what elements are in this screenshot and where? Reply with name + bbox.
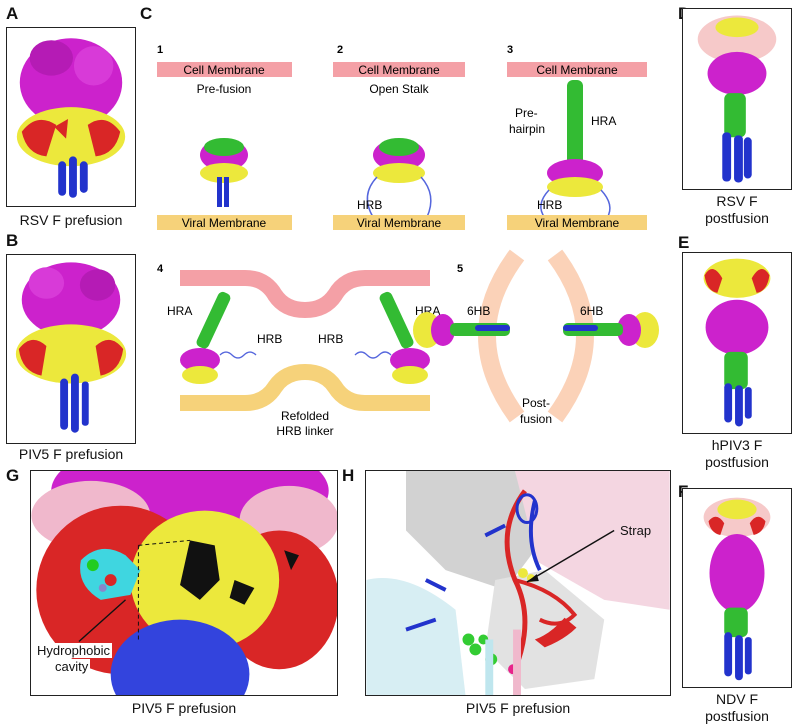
cell-membrane-3	[507, 62, 647, 77]
pre-label: Pre-	[515, 106, 538, 120]
viral-membrane-2	[333, 215, 465, 230]
cell-membrane-curved-4	[180, 270, 430, 319]
step-1-protein	[200, 138, 248, 207]
hairpin-label: hairpin	[509, 122, 545, 136]
hrb-label-4-left: HRB	[257, 332, 282, 346]
hra-label-3: HRA	[591, 114, 616, 128]
state-prefusion-label: Pre-fusion	[197, 82, 252, 96]
step-1-number: 1	[157, 44, 163, 56]
panel-d-image	[682, 8, 792, 190]
panel-f-caption-2: postfusion	[705, 708, 769, 724]
panel-g-image: Hydrophobic cavity	[30, 470, 338, 696]
panel-b-label: B	[6, 231, 19, 250]
step-3-number: 3	[507, 44, 513, 56]
panel-c-fusion-mechanism: 1 2 3 4 5 Cell Membrane Cell Membrane Ce…	[157, 44, 659, 438]
hrb-label-4-right: HRB	[318, 332, 343, 346]
panel-b-image	[6, 254, 136, 444]
panel-f-caption-1: NDV F	[716, 691, 758, 707]
hrb-label-2: HRB	[357, 198, 382, 212]
cell-membrane-label-1: Cell Membrane	[183, 63, 265, 77]
refolded-label: Refolded	[281, 409, 329, 423]
panel-d-caption-1: RSV F	[716, 193, 758, 209]
hra-label-4-left: HRA	[167, 304, 192, 318]
panel-h-caption: PIV5 F prefusion	[465, 700, 571, 716]
panel-a-image	[6, 27, 136, 207]
hrb-linker-label: HRB linker	[276, 424, 333, 438]
rsv-f-prefusion-structure	[16, 38, 126, 198]
hrb-label-3: HRB	[537, 198, 562, 212]
panel-a-label: A	[6, 4, 19, 23]
hydrophobic-cavity-label-2: cavity	[53, 659, 91, 674]
panel-e-caption-1: hPIV3 F	[711, 437, 763, 453]
panel-a-caption: RSV F prefusion	[19, 212, 123, 228]
rsv-f-postfusion-structure	[697, 15, 777, 183]
piv5-f-cartoon-strap	[366, 471, 670, 695]
state-open-stalk-label: Open Stalk	[369, 82, 429, 96]
hydrophobic-cavity-label-1: Hydrophobic	[35, 643, 112, 658]
step-4-number: 4	[157, 263, 164, 275]
panel-h-image: Strap	[365, 470, 671, 696]
viral-membrane-label-3: Viral Membrane	[535, 216, 620, 230]
panel-e-caption-2: postfusion	[705, 454, 769, 470]
step-2-number: 2	[337, 44, 343, 56]
post-label: Post-	[522, 396, 550, 410]
cell-membrane-label-2: Cell Membrane	[358, 63, 440, 77]
piv5-f-prefusion-structure	[15, 262, 127, 433]
panel-g-caption: PIV5 F prefusion	[131, 700, 237, 716]
panel-d-caption-2: postfusion	[705, 210, 769, 226]
panel-h-label: H	[342, 466, 355, 485]
panel-c-label: C	[140, 4, 153, 23]
step-5-number: 5	[457, 263, 463, 275]
cell-membrane-1	[157, 62, 292, 77]
panel-f-image	[682, 488, 792, 688]
cell-membrane-2	[333, 62, 465, 77]
viral-membrane-1	[157, 215, 292, 230]
step-5-protein-right	[563, 312, 659, 348]
fusion-label: fusion	[520, 412, 552, 426]
step-2-protein	[366, 138, 432, 218]
viral-membrane-3	[507, 215, 647, 230]
step-4-protein-right	[354, 291, 430, 384]
cell-membrane-label-3: Cell Membrane	[536, 63, 618, 77]
viral-membrane-label-1: Viral Membrane	[182, 216, 267, 230]
panel-e-image	[682, 252, 792, 434]
viral-membrane-label-2: Viral Membrane	[357, 216, 442, 230]
piv5-f-surface-hydrophobic-cavity	[31, 471, 337, 695]
panel-e-label: E	[678, 233, 690, 252]
step-5-protein-left	[413, 312, 510, 348]
hpiv3-f-postfusion-structure	[703, 258, 771, 427]
sixhb-label-left: 6HB	[467, 304, 490, 318]
sixhb-label-right: 6HB	[580, 304, 603, 318]
step-3-protein	[540, 80, 611, 219]
ndv-f-postfusion-structure	[703, 497, 771, 681]
panel-b-caption: PIV5 F prefusion	[18, 446, 124, 462]
step-4-protein-left	[180, 291, 257, 384]
viral-membrane-curved-4	[180, 363, 430, 411]
strap-label: Strap	[620, 523, 652, 538]
panel-g-label: G	[6, 466, 20, 485]
